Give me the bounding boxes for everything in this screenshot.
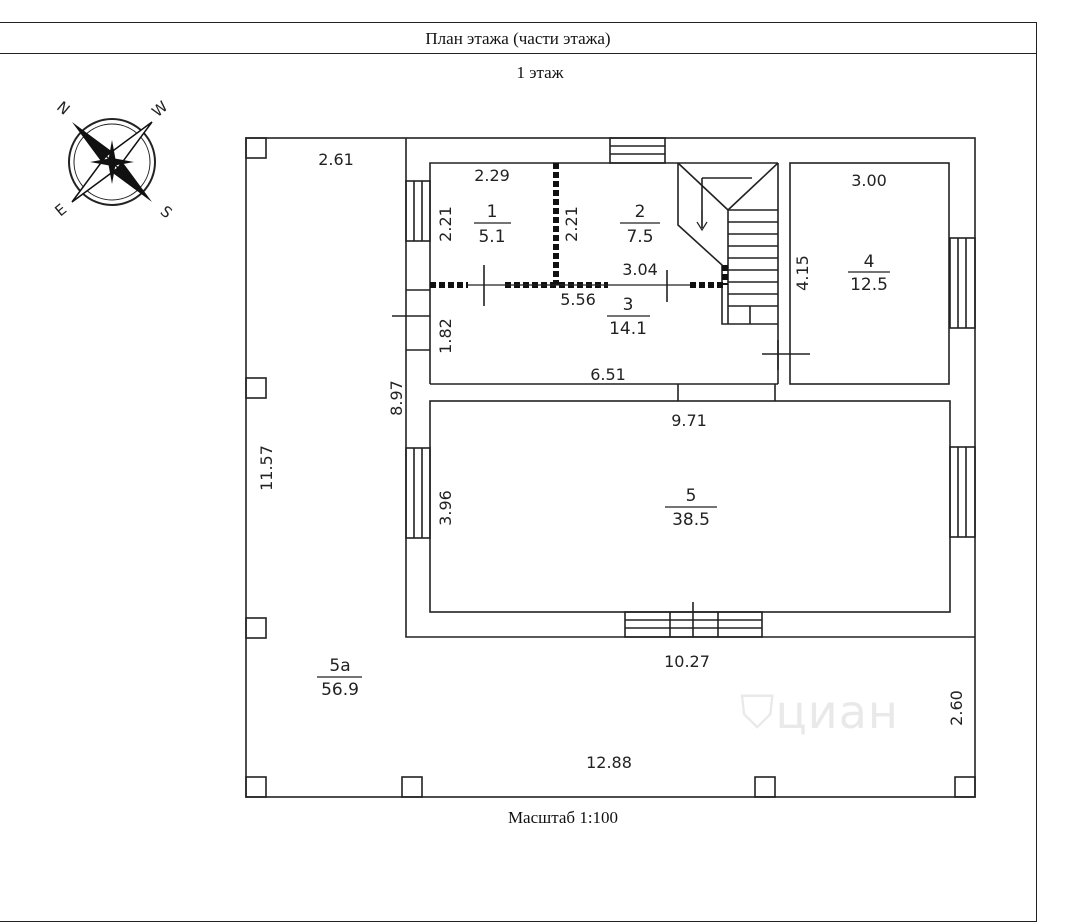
room-5-number: 5	[686, 486, 697, 506]
pillar	[954, 776, 976, 798]
compass-n: N	[53, 98, 73, 119]
watermark-text: циан	[775, 685, 899, 739]
dim-total-height: 11.57	[257, 445, 276, 491]
dim-total-width: 12.88	[586, 753, 632, 772]
room-3-number: 3	[623, 295, 634, 315]
room-1-number: 1	[487, 202, 498, 222]
compass-e: E	[51, 200, 70, 220]
dim-terrace-top: 2.61	[318, 150, 354, 169]
dim-room-5-height: 3.96	[436, 490, 455, 526]
left-window-1	[405, 180, 431, 242]
right-window-1	[949, 237, 976, 329]
room-5-area: 38.5	[672, 510, 710, 530]
dim-room-3-mid: 5.56	[560, 290, 596, 309]
room-4-outline	[789, 162, 950, 385]
dim-house-width: 10.27	[664, 652, 710, 671]
compass-s: S	[157, 202, 176, 222]
pillar	[245, 776, 267, 798]
pillar	[245, 137, 267, 159]
pillar	[754, 776, 776, 798]
room-2-number: 2	[635, 202, 646, 222]
dim-house-height: 8.97	[387, 380, 406, 416]
left-window-2	[405, 447, 431, 539]
top-window	[609, 137, 666, 164]
dim-room-1-height: 2.21	[436, 206, 455, 242]
dim-room-5-width: 9.71	[671, 411, 707, 430]
house-outer-wall	[405, 138, 975, 638]
room-3-area: 14.1	[609, 319, 647, 339]
page-title: План этажа (части этажа)	[425, 29, 611, 48]
pillar	[401, 776, 423, 798]
room-1-area: 5.1	[478, 227, 505, 247]
compass-rose-icon: N W E S	[51, 97, 175, 222]
room-5a-number: 5а	[329, 656, 350, 676]
dim-room-2-height: 2.21	[562, 206, 581, 242]
floor-label: 1 этаж	[516, 63, 564, 82]
room-2-area: 7.5	[626, 227, 653, 247]
dim-room-3-bottom: 6.51	[590, 365, 626, 384]
dim-terrace-side: 2.60	[947, 690, 966, 726]
dim-room-3-top: 3.04	[622, 260, 658, 279]
compass-w: W	[148, 97, 171, 120]
watermark: ⛉циан	[740, 685, 899, 741]
pillar	[245, 377, 267, 399]
header-divider	[0, 53, 1036, 54]
room-4-area: 12.5	[850, 275, 888, 295]
room-5a-area: 56.9	[321, 680, 359, 700]
dim-room-3-height: 1.82	[436, 318, 455, 354]
dim-room-1-width: 2.29	[474, 166, 510, 185]
dim-room-4-width: 3.00	[851, 171, 887, 190]
staircase	[677, 162, 779, 325]
right-window-2	[949, 446, 976, 538]
watermark-logo-icon: ⛉	[740, 685, 776, 739]
dim-room-4-height: 4.15	[793, 255, 812, 291]
scale-label: Масштаб 1:100	[507, 808, 619, 827]
floor-plan: 1 5.1 2 7.5 3 14.1 4 12.5 5 38.5 5а 56.9…	[51, 97, 976, 798]
rooms-1-2-3-outline	[429, 162, 678, 384]
room-4-number: 4	[864, 252, 875, 272]
pillar	[245, 617, 267, 639]
